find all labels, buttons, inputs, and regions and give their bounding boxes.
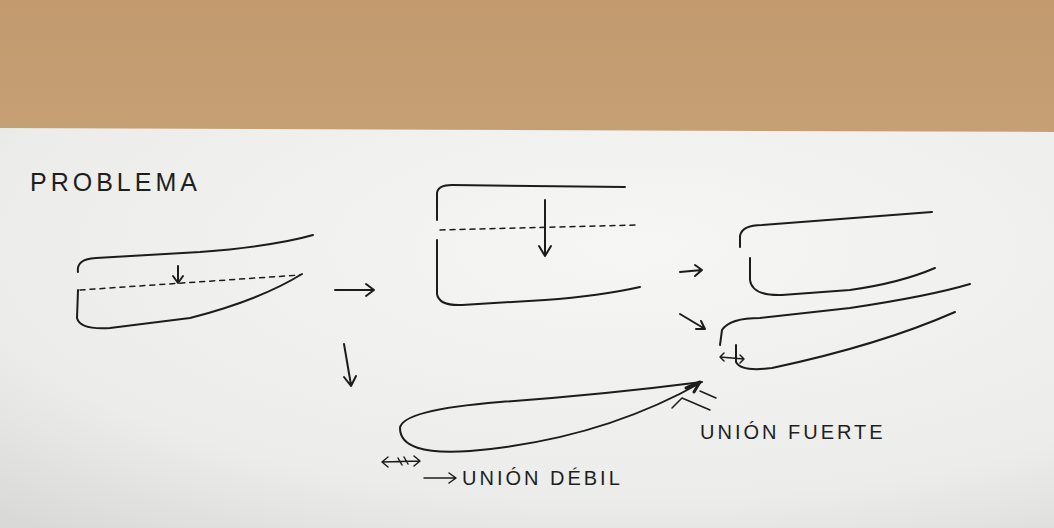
cut-line [440,225,636,230]
joint-label: UNIÓN FUERTE [700,421,886,444]
sketch-title: PROBLEMA [30,168,201,197]
gap-arrow [720,353,744,363]
down-arrow [539,200,551,256]
step-arrow [335,284,374,296]
step-arrow [680,314,705,329]
joint-label: UNIÓN DÉBIL [462,467,623,490]
cut-line [80,275,300,290]
upper-profile [78,235,313,272]
lower-profile [437,240,640,305]
step-arrow [680,265,702,276]
lower-profile [736,312,955,369]
step-arrow [344,344,356,386]
bracket [672,391,716,410]
down-arrow [173,266,183,283]
strong-joint-mark [686,382,700,392]
gap-arrow [382,456,420,467]
leader-arrow [424,473,456,483]
paper-sheet [0,128,1054,528]
upper-profile [720,284,970,345]
upper-profile [740,212,932,247]
lower-profile [750,258,935,295]
lower-profile [77,274,302,328]
upper-profile [437,185,625,220]
joined-profile [400,382,702,452]
